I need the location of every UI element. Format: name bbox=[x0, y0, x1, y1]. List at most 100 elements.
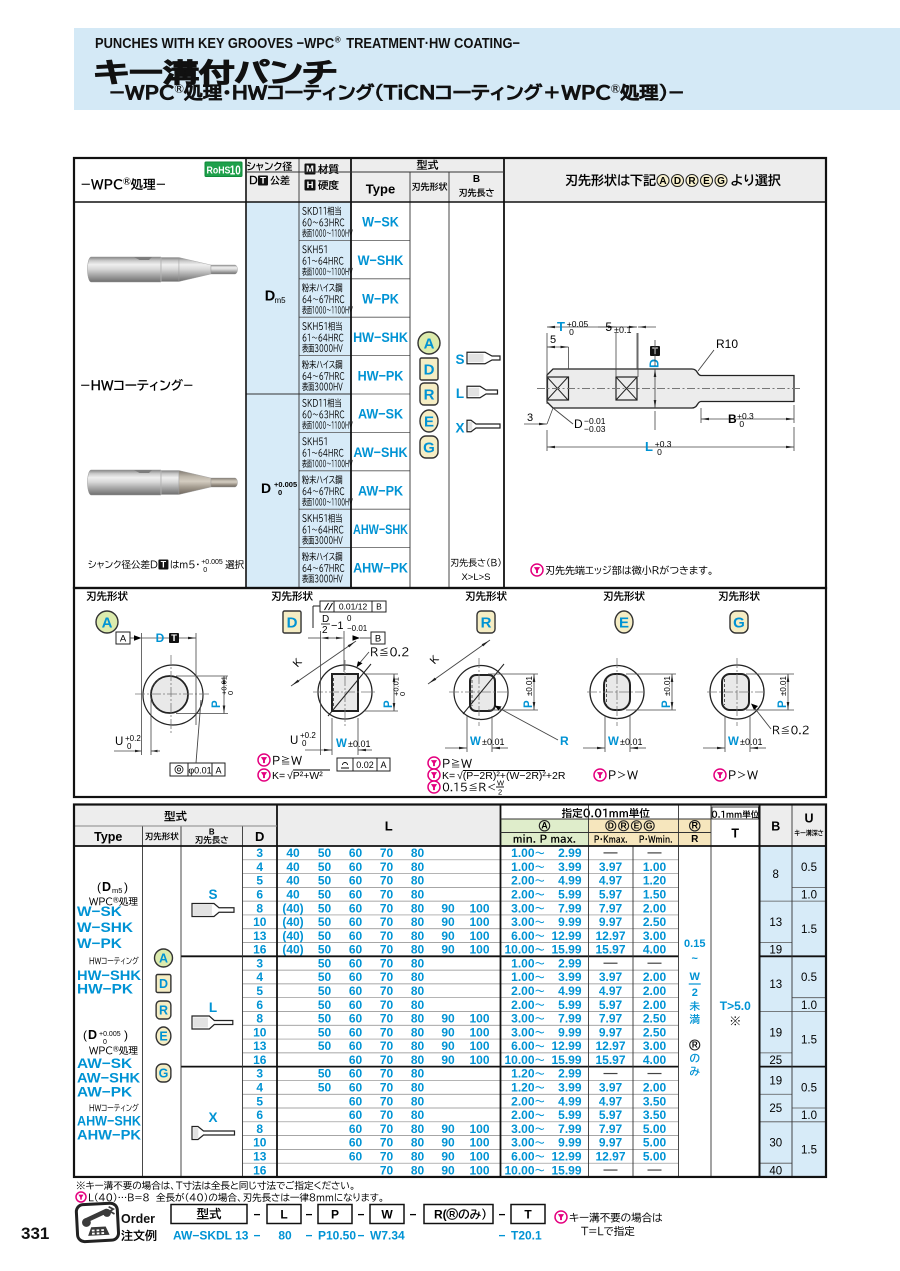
svg-text:70: 70 bbox=[380, 998, 394, 1012]
svg-text:19: 19 bbox=[769, 1027, 782, 1039]
svg-text:15.97: 15.97 bbox=[595, 1053, 625, 1067]
svg-text:3.50: 3.50 bbox=[643, 1094, 667, 1108]
svg-text:60: 60 bbox=[349, 1039, 363, 1053]
svg-text:E: E bbox=[619, 614, 629, 631]
svg-text:3.99: 3.99 bbox=[558, 1081, 582, 1095]
svg-text:60: 60 bbox=[349, 1067, 363, 1081]
svg-text:60: 60 bbox=[349, 1122, 363, 1136]
svg-text:50: 50 bbox=[318, 1012, 332, 1026]
svg-text:70: 70 bbox=[380, 1163, 394, 1177]
svg-text:HW−SHK: HW−SHK bbox=[353, 329, 408, 345]
svg-text:50: 50 bbox=[318, 915, 332, 929]
svg-text:12.99: 12.99 bbox=[551, 929, 581, 943]
svg-text:U: U bbox=[290, 735, 298, 747]
svg-text:50: 50 bbox=[318, 929, 332, 943]
svg-text:AW−SHK: AW−SHK bbox=[353, 444, 408, 460]
svg-text:70: 70 bbox=[380, 943, 394, 957]
svg-text:2.50: 2.50 bbox=[643, 1012, 667, 1026]
svg-text:10.00: 10.00 bbox=[504, 1053, 534, 1067]
svg-text:3: 3 bbox=[527, 412, 533, 424]
svg-text:16: 16 bbox=[253, 1163, 267, 1177]
svg-text:D: D bbox=[156, 631, 165, 645]
svg-text:70: 70 bbox=[380, 984, 394, 998]
svg-text:90: 90 bbox=[441, 1149, 455, 1163]
svg-text:AW−SHK: AW−SHK bbox=[77, 1071, 141, 1087]
svg-text:A: A bbox=[424, 335, 435, 352]
svg-text:AW−PK: AW−PK bbox=[358, 483, 403, 499]
svg-text:): ) bbox=[124, 1028, 128, 1042]
svg-text:−0.03: −0.03 bbox=[584, 424, 606, 434]
svg-text:2.00: 2.00 bbox=[511, 1108, 535, 1122]
svg-text:25: 25 bbox=[769, 1055, 782, 1067]
svg-text:0.02: 0.02 bbox=[356, 760, 374, 770]
svg-text:6: 6 bbox=[256, 998, 263, 1012]
svg-text:9.97: 9.97 bbox=[599, 915, 623, 929]
svg-text:60: 60 bbox=[349, 1081, 363, 1095]
svg-text:±0.01: ±0.01 bbox=[740, 737, 762, 747]
svg-text:90: 90 bbox=[441, 1025, 455, 1039]
svg-text:+0.2: +0.2 bbox=[125, 734, 141, 743]
svg-text:80: 80 bbox=[411, 915, 425, 929]
svg-text:®: ® bbox=[335, 36, 341, 45]
svg-text:100: 100 bbox=[469, 929, 489, 943]
svg-text:5.99: 5.99 bbox=[558, 1108, 582, 1122]
svg-text:70: 70 bbox=[380, 846, 394, 860]
svg-text:15.97: 15.97 bbox=[595, 943, 625, 957]
svg-text:2.99: 2.99 bbox=[558, 1067, 582, 1081]
svg-text:Type: Type bbox=[94, 830, 122, 844]
svg-text:60: 60 bbox=[349, 1149, 363, 1163]
svg-text:0: 0 bbox=[103, 1039, 107, 1046]
svg-text:2.99: 2.99 bbox=[558, 956, 582, 970]
svg-text:R: R bbox=[692, 821, 699, 831]
svg-text:W−SK: W−SK bbox=[362, 214, 399, 230]
svg-text:80: 80 bbox=[411, 874, 425, 888]
svg-text:4.97: 4.97 bbox=[599, 874, 623, 888]
svg-text:G: G bbox=[159, 1067, 169, 1081]
svg-text:7.99: 7.99 bbox=[558, 1122, 582, 1136]
svg-text:W−SHK: W−SHK bbox=[358, 252, 404, 268]
svg-text:80: 80 bbox=[411, 1081, 425, 1095]
svg-text:0.01/12: 0.01/12 bbox=[339, 602, 368, 612]
svg-text:70: 70 bbox=[380, 887, 394, 901]
svg-text:H: H bbox=[307, 180, 314, 191]
svg-text:50: 50 bbox=[318, 943, 332, 957]
svg-text:HW−PK: HW−PK bbox=[77, 982, 133, 997]
svg-text:100: 100 bbox=[469, 1012, 489, 1026]
svg-text:70: 70 bbox=[380, 1122, 394, 1136]
svg-text:2.00: 2.00 bbox=[643, 901, 667, 915]
svg-text:0: 0 bbox=[203, 567, 207, 574]
svg-text:9.97: 9.97 bbox=[599, 1136, 623, 1150]
svg-text:D: D bbox=[265, 289, 275, 305]
svg-text:AHW−PK: AHW−PK bbox=[77, 1128, 142, 1144]
svg-text:60: 60 bbox=[349, 929, 363, 943]
svg-text:G: G bbox=[646, 821, 653, 831]
svg-text:E: E bbox=[703, 176, 710, 187]
svg-text:4.99: 4.99 bbox=[558, 984, 582, 998]
svg-text:−: − bbox=[498, 1208, 505, 1222]
svg-text:80: 80 bbox=[411, 984, 425, 998]
svg-text:30: 30 bbox=[769, 1138, 782, 1150]
svg-text:90: 90 bbox=[441, 901, 455, 915]
svg-text:3.00: 3.00 bbox=[643, 1039, 667, 1053]
svg-text:3.00: 3.00 bbox=[511, 1025, 535, 1039]
svg-text:80: 80 bbox=[411, 1149, 425, 1163]
svg-text:60: 60 bbox=[349, 984, 363, 998]
svg-text:0.5: 0.5 bbox=[801, 1083, 817, 1095]
svg-text:A: A bbox=[120, 634, 127, 645]
svg-text:T: T bbox=[524, 1208, 532, 1222]
svg-text:90: 90 bbox=[441, 1136, 455, 1150]
svg-text:7.97: 7.97 bbox=[599, 901, 623, 915]
svg-text:10: 10 bbox=[230, 164, 241, 178]
svg-text:±0.01: ±0.01 bbox=[779, 675, 788, 696]
svg-text:AHW−SHK: AHW−SHK bbox=[77, 1113, 141, 1129]
svg-text:16: 16 bbox=[253, 943, 267, 957]
svg-text:1.20: 1.20 bbox=[511, 1081, 535, 1095]
svg-text:6.00: 6.00 bbox=[511, 929, 535, 943]
svg-text:0: 0 bbox=[347, 614, 352, 623]
svg-text:4: 4 bbox=[256, 860, 263, 874]
svg-text:A: A bbox=[380, 760, 386, 770]
svg-text:80: 80 bbox=[411, 1053, 425, 1067]
svg-text:L: L bbox=[280, 1208, 287, 1222]
svg-text:AW−SK: AW−SK bbox=[77, 1057, 133, 1072]
svg-text:50: 50 bbox=[318, 846, 332, 860]
